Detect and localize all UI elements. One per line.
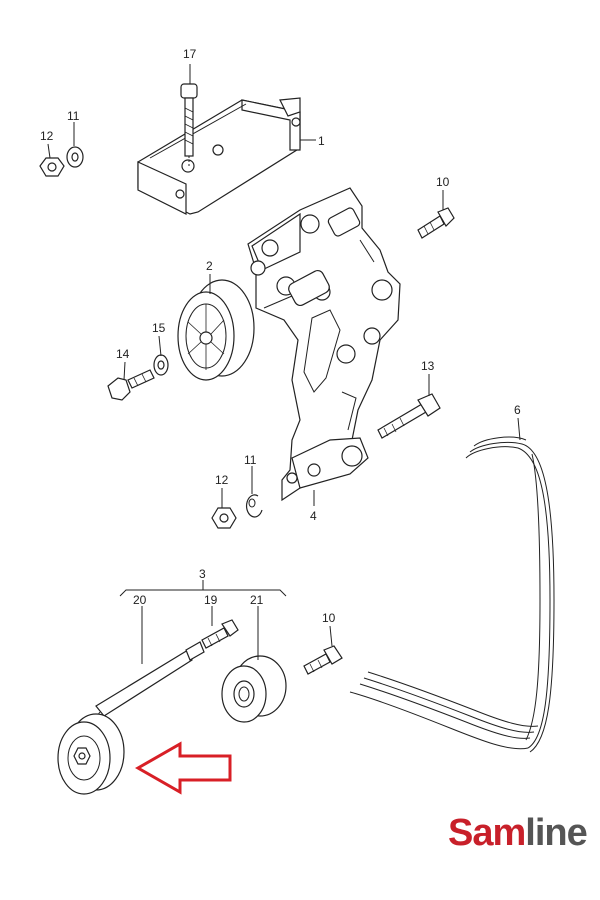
washer-11-mid xyxy=(246,494,263,518)
callout-11-mid: 11 xyxy=(244,453,257,467)
nut-12-mid xyxy=(211,507,237,529)
housing-part-4 xyxy=(247,187,401,502)
bolt-10-upper xyxy=(417,207,455,239)
bolt-10-lower xyxy=(303,645,343,675)
callout-17: 17 xyxy=(183,47,197,61)
callout-12-mid: 12 xyxy=(215,473,229,487)
callout-13: 13 xyxy=(421,359,435,373)
washer-15 xyxy=(153,354,169,376)
callout-1: 1 xyxy=(318,134,325,148)
callout-20: 20 xyxy=(133,593,147,607)
callout-10-lower: 10 xyxy=(322,611,336,625)
pulley-part-2 xyxy=(177,279,255,381)
callouts: 17 1 11 12 10 2 15 14 13 6 11 12 4 3 20 … xyxy=(40,47,521,625)
callout-6: 6 xyxy=(514,403,521,417)
callout-2: 2 xyxy=(206,259,213,273)
nut-12-top xyxy=(39,157,65,177)
bolt-17 xyxy=(180,83,198,166)
callout-19: 19 xyxy=(204,593,218,607)
logo-part-sam: Sam xyxy=(448,812,526,854)
samline-logo: Samline xyxy=(448,806,594,860)
arm-part-20 xyxy=(91,641,205,723)
callout-12-top: 12 xyxy=(40,129,54,143)
pulley-part-3 xyxy=(57,713,125,795)
callout-10-upper: 10 xyxy=(436,175,450,189)
washer-11-top xyxy=(66,146,84,168)
bolt-13 xyxy=(377,393,441,439)
bracket-part-1 xyxy=(137,97,301,215)
callout-3: 3 xyxy=(199,567,206,581)
callout-4: 4 xyxy=(310,509,317,523)
belt-part-6 xyxy=(349,436,555,753)
callout-11-top: 11 xyxy=(67,109,80,123)
highlight-arrow xyxy=(134,741,232,795)
leader-lines xyxy=(47,64,521,664)
bolt-19 xyxy=(201,619,239,649)
callout-15: 15 xyxy=(152,321,166,335)
spacer-part-21 xyxy=(221,655,287,723)
bolt-14 xyxy=(107,369,155,401)
callout-21: 21 xyxy=(250,593,264,607)
callout-14: 14 xyxy=(116,347,130,361)
logo-part-line: line xyxy=(525,812,587,854)
